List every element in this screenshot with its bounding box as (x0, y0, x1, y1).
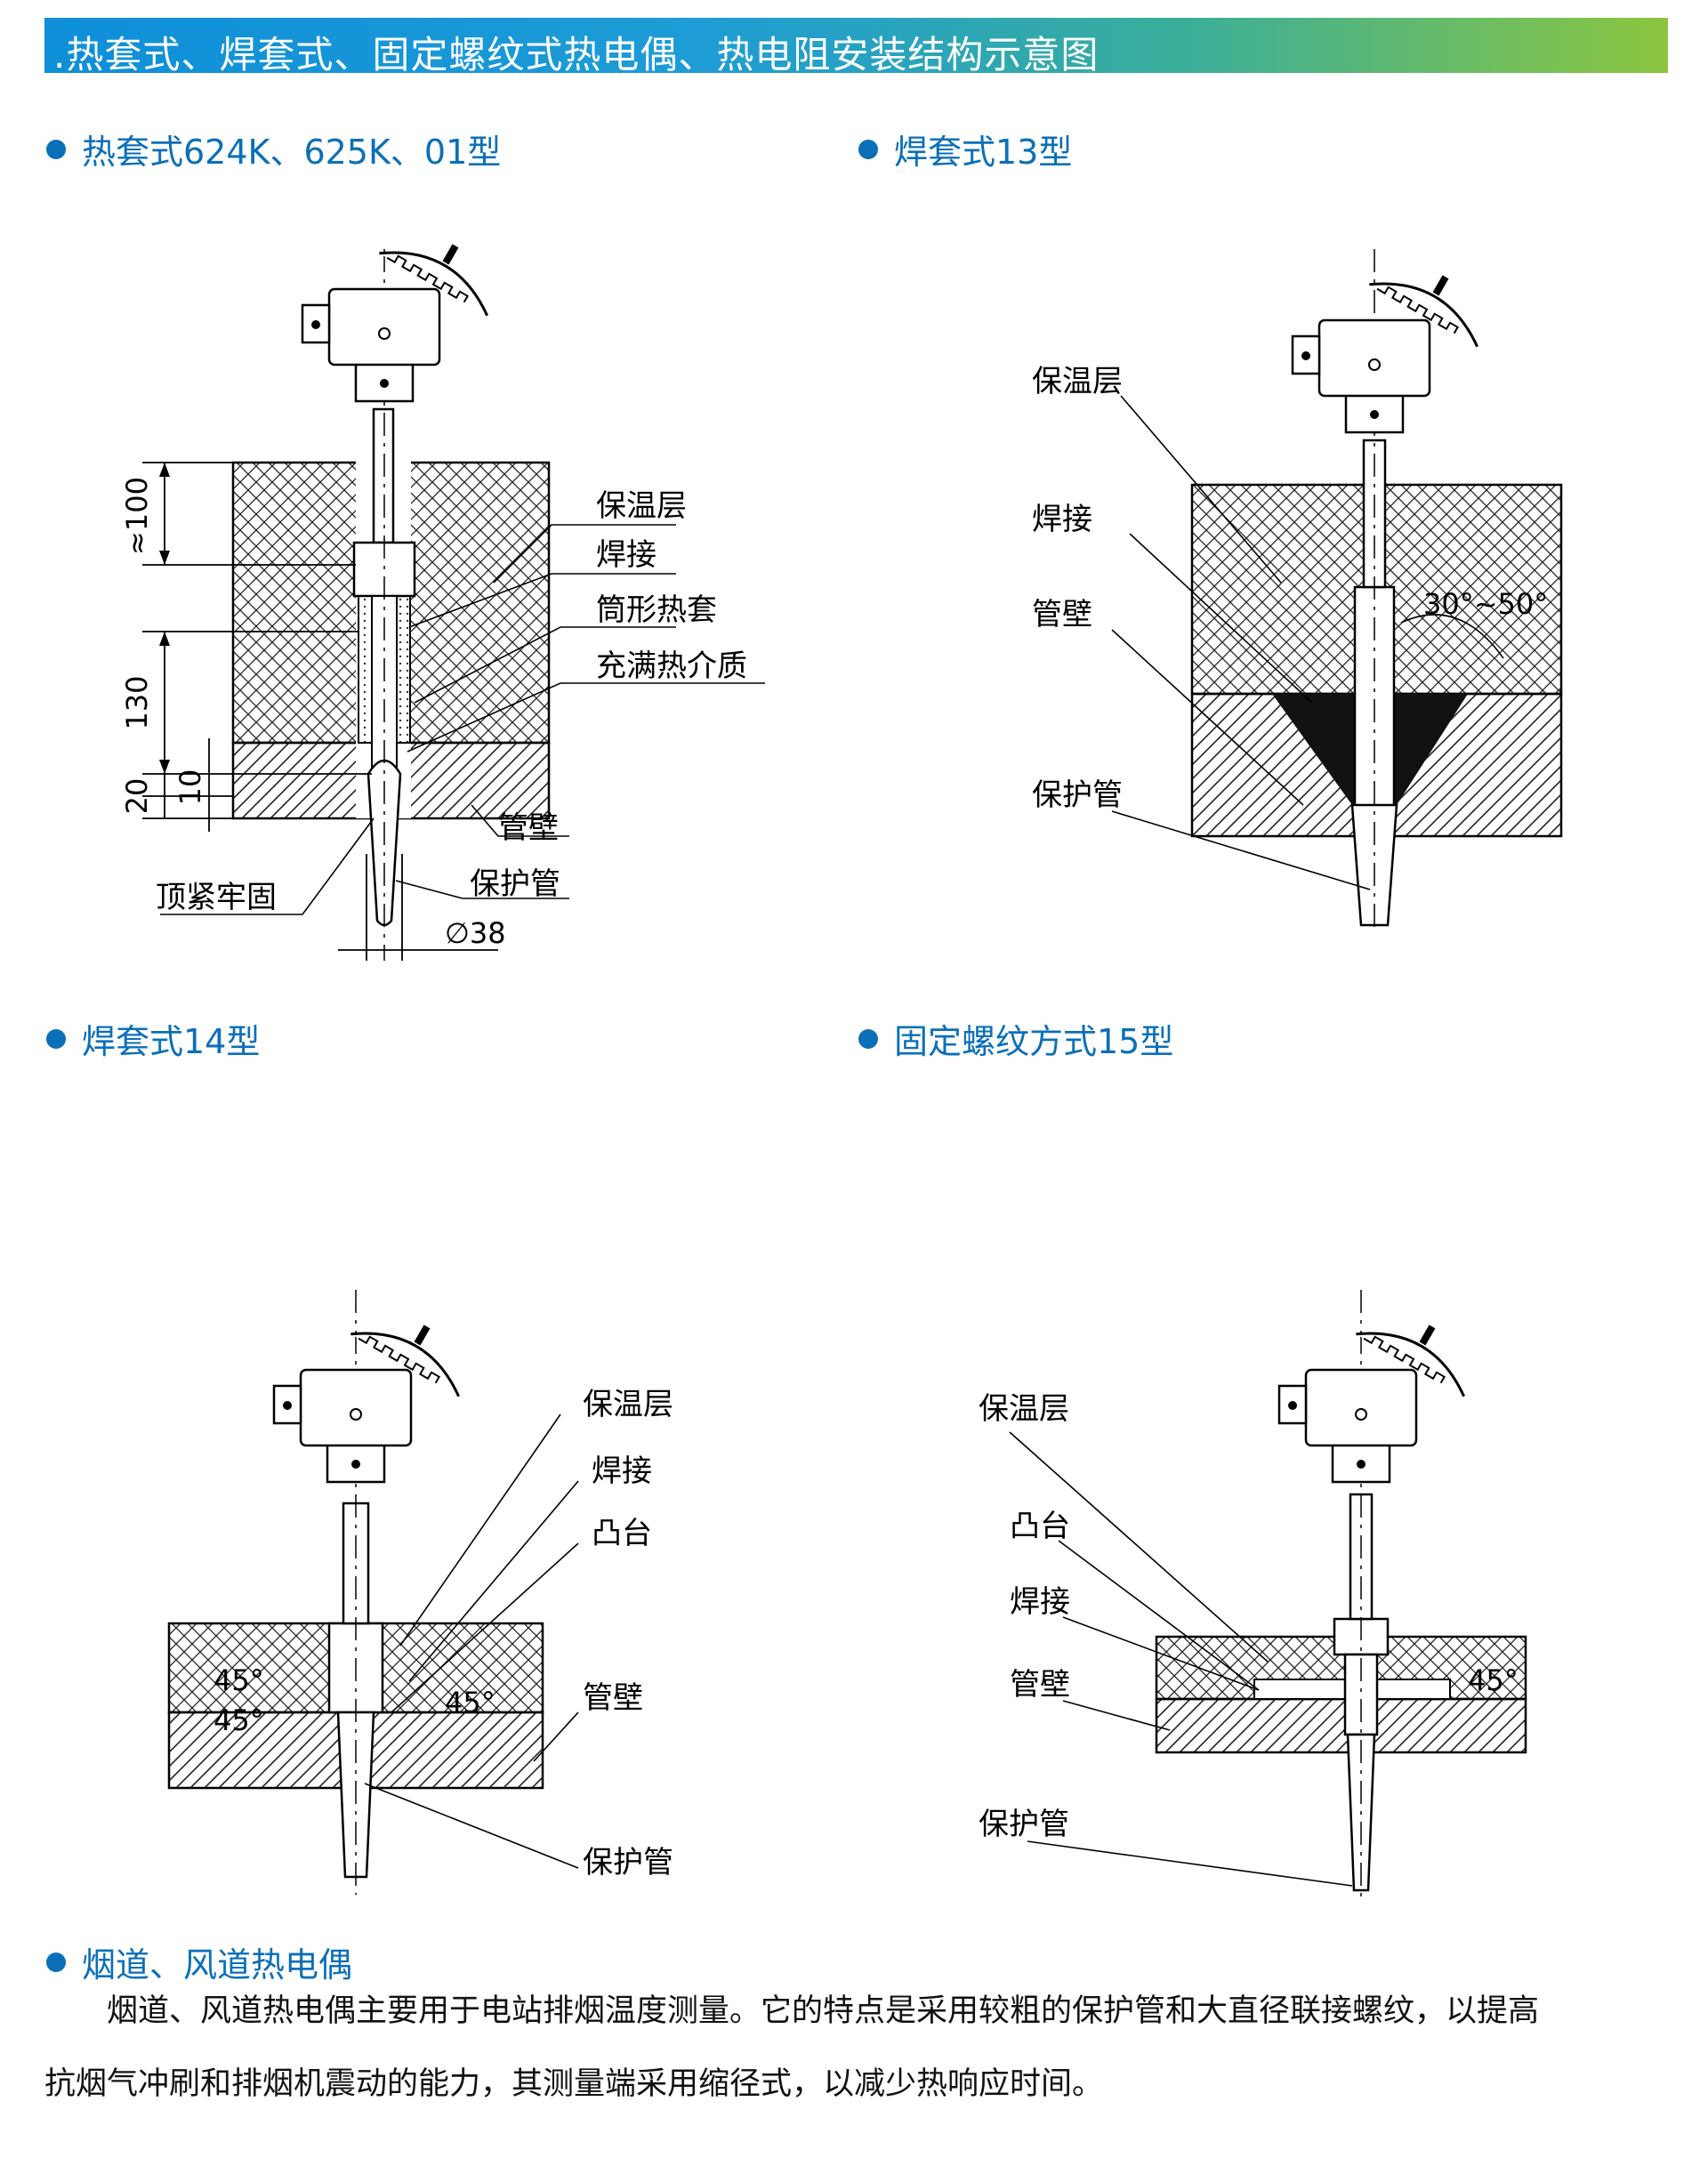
bullet-icon (46, 139, 66, 159)
label-pipe-wall: 管壁 (1010, 1667, 1070, 1703)
label-insulation-layer: 保温层 (596, 488, 687, 524)
section-heading-thread-15: 固定螺纹方式15型 (858, 1014, 1173, 1063)
angle-label: 30°~50° (1423, 587, 1548, 621)
dim-130: 130 (120, 675, 154, 729)
label-insulation-layer: 保温层 (1032, 364, 1123, 399)
label-protection-tube: 保护管 (470, 866, 560, 902)
section-title: 烟道、风道热电偶 (82, 1945, 353, 1985)
label-heat-medium: 充满热介质 (596, 648, 747, 684)
label-protection-tube: 保护管 (1032, 777, 1123, 813)
diagram-hot-sleeve-install: ≈100 130 20 10 ∅38 保温层 焊接 筒形热套 充满热介质 管壁 … (120, 213, 765, 961)
label-pipe-wall: 管壁 (498, 810, 559, 846)
angle-label-2: 45° (214, 1703, 264, 1737)
diagram-weld-sleeve-14: 保温层 焊接 凸台 管壁 保护管 45° 45° 45° (167, 1290, 673, 1895)
dim-diameter-38: ∅38 (445, 916, 506, 950)
diagram-thread-15: 保温层 凸台 焊接 管壁 保护管 45° (979, 1290, 1527, 1899)
section-heading-flue: 烟道、风道热电偶 (46, 1937, 352, 1986)
banner-title: .热套式、焊套式、固定螺纹式热电偶、热电阻安装结构示意图 (53, 33, 1100, 76)
diagram-weld-sleeve-13: 保温层 焊接 管壁 保护管 30°~50° (1032, 244, 1563, 934)
title-banner: .热套式、焊套式、固定螺纹式热电偶、热电阻安装结构示意图 (44, 18, 1668, 76)
label-cylindrical-sleeve: 筒形热套 (596, 592, 717, 628)
label-pipe-wall: 管壁 (583, 1680, 643, 1716)
section-heading-hot-sleeve: 热套式624K、625K、01型 (46, 125, 501, 173)
section-title: 热套式624K、625K、01型 (82, 133, 502, 172)
dim-20: 20 (120, 778, 154, 815)
label-protection-tube: 保护管 (979, 1807, 1069, 1842)
bullet-icon (46, 1028, 66, 1049)
label-pipe-wall: 管壁 (1032, 597, 1092, 632)
paragraph-line-1: 烟道、风道热电偶主要用于电站排烟温度测量。它的特点是采用较粗的保护管和大直径联接… (107, 1993, 1540, 2029)
label-boss: 凸台 (1010, 1509, 1070, 1544)
bullet-icon (858, 139, 878, 159)
label-weld: 焊接 (592, 1453, 652, 1489)
label-weld: 焊接 (1010, 1584, 1070, 1620)
label-weld: 焊接 (1032, 502, 1092, 537)
label-tighten-firmly: 顶紧牢固 (156, 880, 277, 915)
label-boss: 凸台 (592, 1516, 652, 1551)
label-protection-tube: 保护管 (583, 1845, 673, 1880)
angle-label-3: 45° (445, 1686, 495, 1719)
label-insulation-layer: 保温层 (583, 1387, 673, 1422)
paragraph-line-2: 抗烟气冲刷和排烟机震动的能力，其测量端采用缩径式，以减少热响应时间。 (44, 2066, 1104, 2102)
dim-10: 10 (173, 769, 207, 806)
description-paragraph: 烟道、风道热电偶主要用于电站排烟温度测量。它的特点是采用较粗的保护管和大直径联接… (44, 1975, 1672, 2121)
label-insulation-layer: 保温层 (979, 1391, 1069, 1427)
section-title: 焊套式13型 (894, 133, 1073, 172)
bullet-icon (46, 1952, 66, 1972)
section-title: 焊套式14型 (82, 1022, 261, 1061)
bullet-icon (858, 1028, 878, 1049)
angle-label-1: 45° (214, 1663, 264, 1697)
angle-label: 45° (1468, 1663, 1519, 1697)
dim-100: ≈100 (120, 477, 154, 555)
label-weld: 焊接 (596, 537, 657, 573)
section-heading-weld-14: 焊套式14型 (46, 1014, 260, 1063)
section-heading-weld-13: 焊套式13型 (858, 125, 1072, 173)
section-title: 固定螺纹方式15型 (894, 1022, 1174, 1061)
